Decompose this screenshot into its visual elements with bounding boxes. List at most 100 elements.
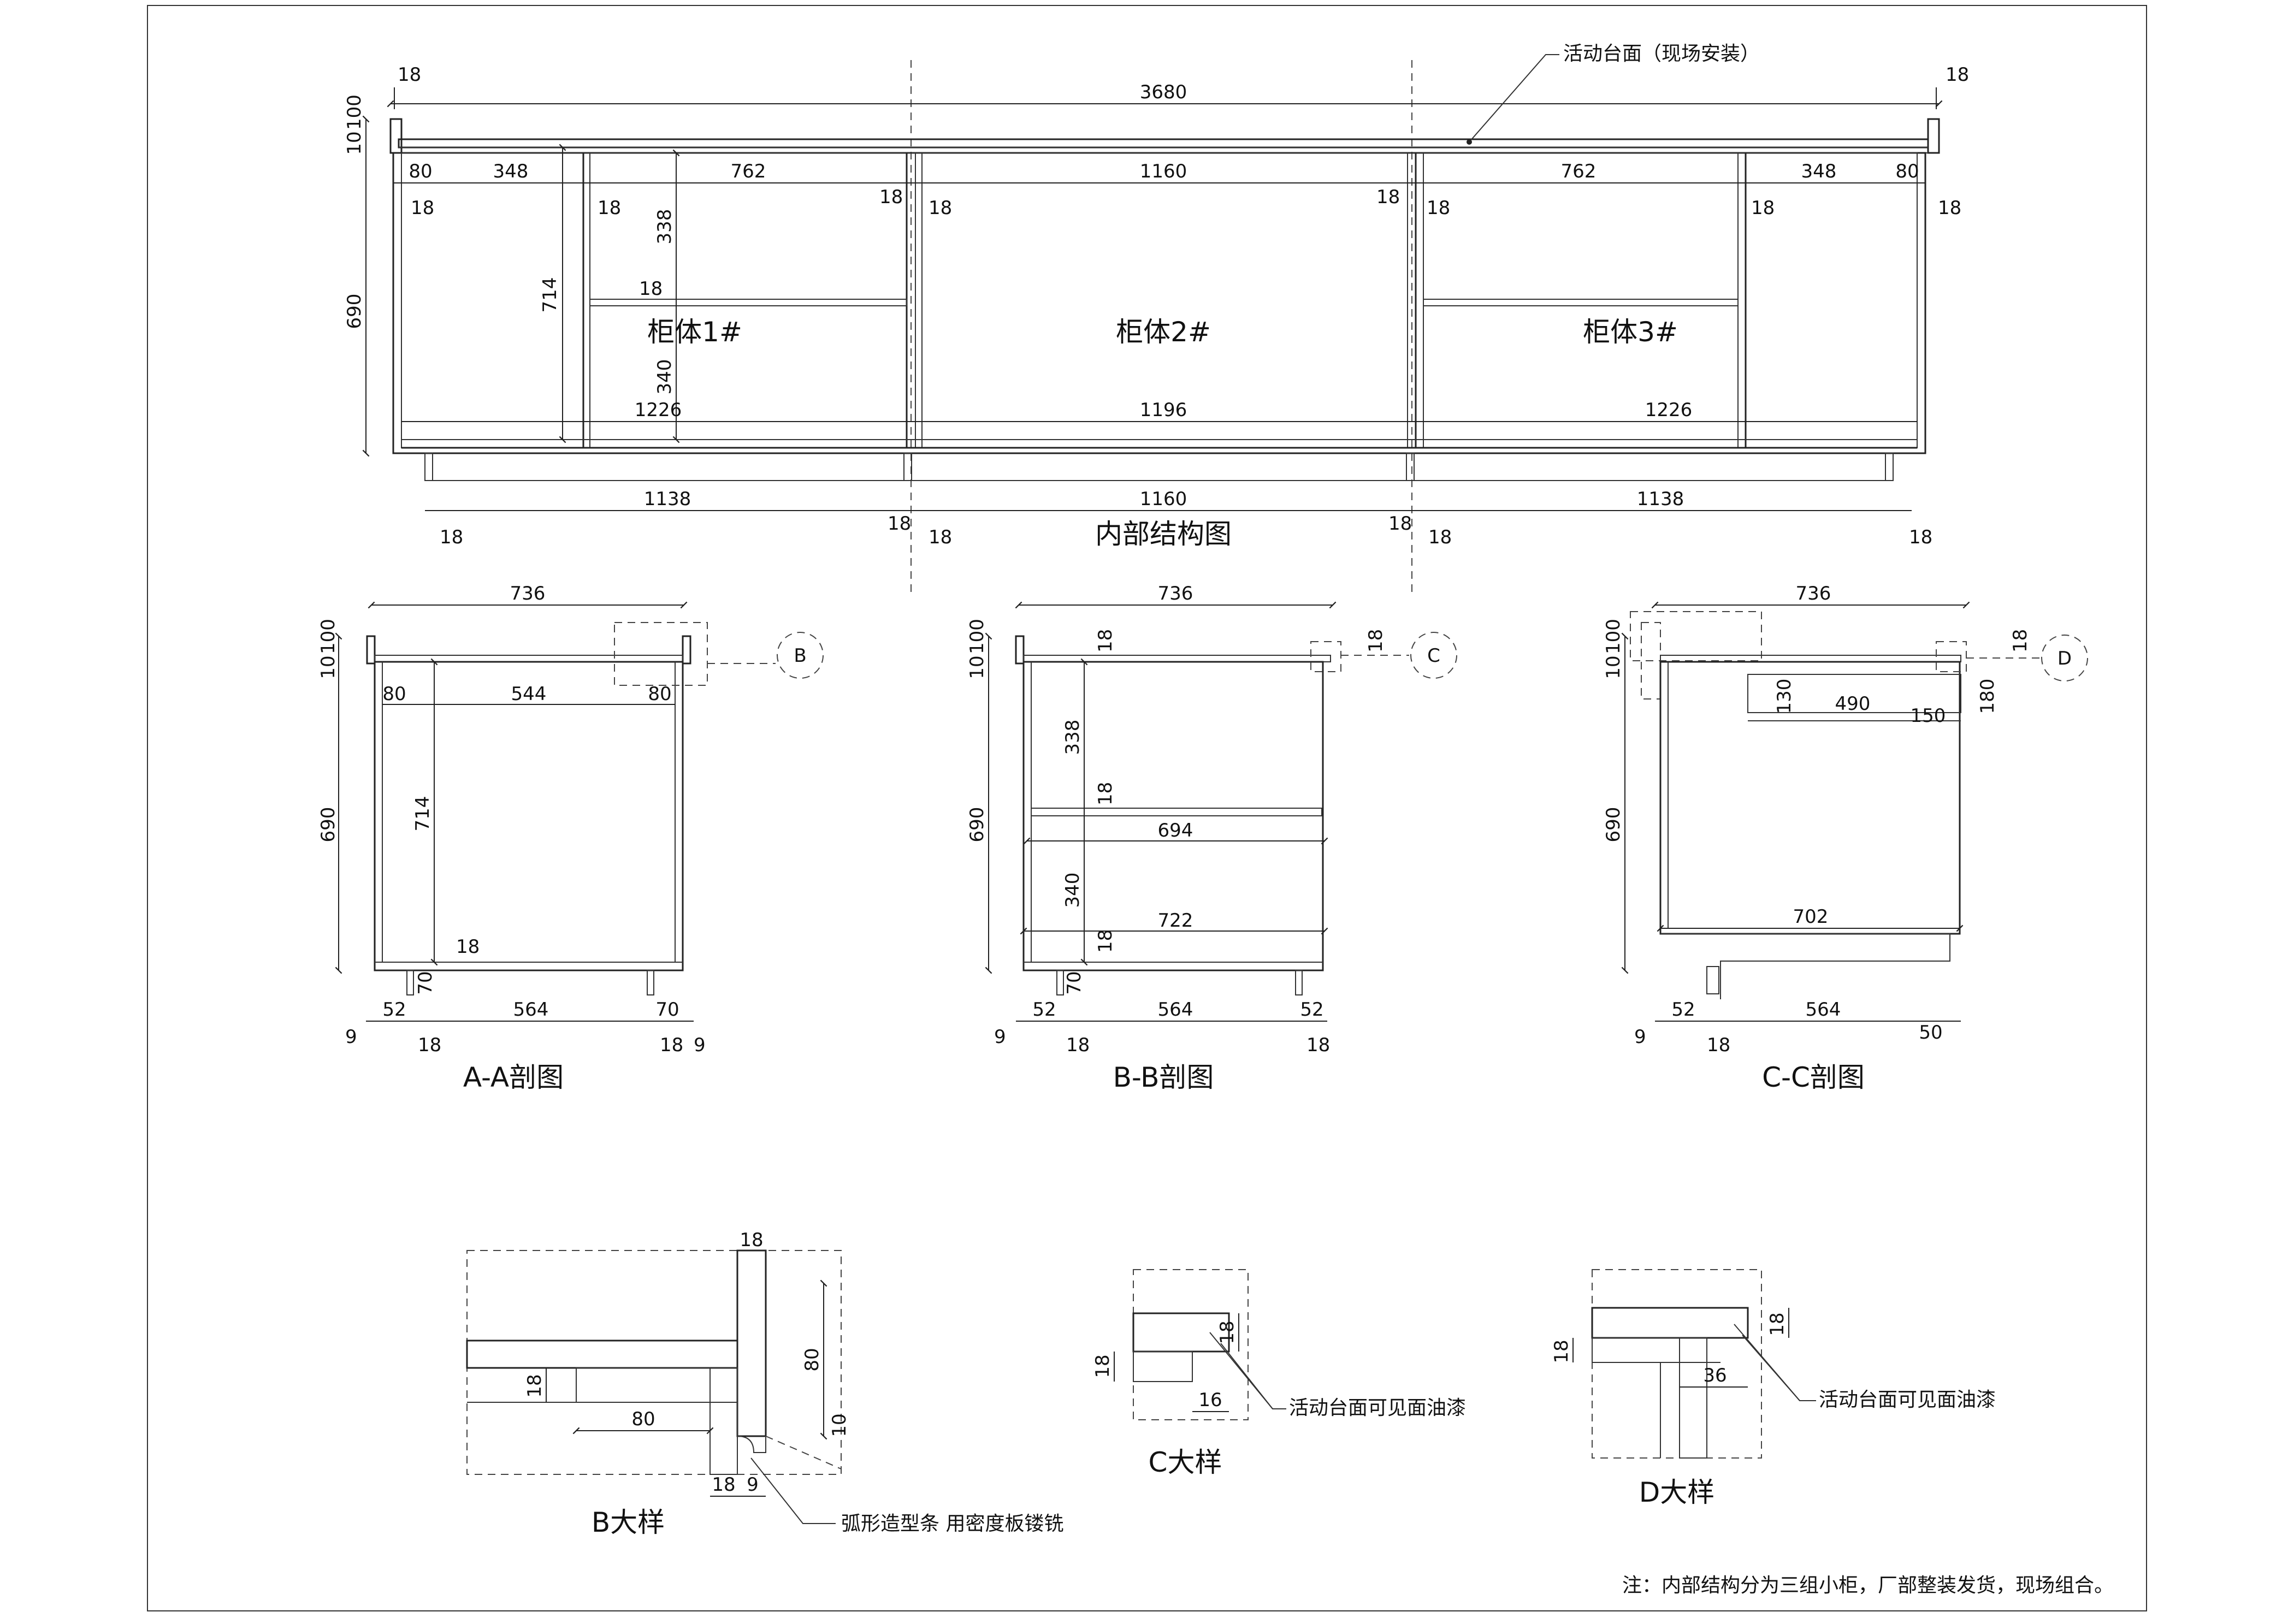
cc-w736: 736 <box>1796 583 1831 604</box>
shelf-cab1 <box>589 299 907 306</box>
bb-cabinet-body <box>1022 661 1324 971</box>
cdet-countertop <box>1132 1312 1230 1353</box>
dim-b18: 18 <box>1388 513 1412 535</box>
dim-h340: 340 <box>654 359 676 395</box>
bb-h10: 10 <box>966 655 988 679</box>
ddet-countertop <box>1591 1307 1749 1339</box>
dim-b18: 18 <box>888 513 911 535</box>
bdet-t18: 18 <box>740 1229 763 1251</box>
callout-c-label: C <box>1427 645 1440 667</box>
cc-h130: 130 <box>1773 679 1795 714</box>
annotation-countertop: 活动台面（现场安装） <box>1563 43 1760 65</box>
detail-b: 18 80 10 18 80 18 9 弧形造型条 用密度板镂铣 B大样 <box>466 1229 1063 1538</box>
dim-side-18: 18 <box>598 197 621 219</box>
dim-h690: 690 <box>344 294 365 329</box>
annotation-paint-d: 活动台面可见面油漆 <box>1819 1389 1996 1411</box>
dim-total-width: 3680 <box>1140 81 1187 103</box>
dim-w762-left: 762 <box>731 161 766 182</box>
annotation-paint-c: 活动台面可见面油漆 <box>1289 1397 1466 1419</box>
cc-w150: 150 <box>1911 705 1946 727</box>
ddet-h18-right: 18 <box>1766 1312 1788 1336</box>
dim-w762-right: 762 <box>1561 161 1597 182</box>
dim-w348-right: 348 <box>1801 161 1837 182</box>
dim-b18: 18 <box>440 526 463 548</box>
aa-h100: 100 <box>317 619 339 654</box>
dim-side-18: 18 <box>1938 197 1961 219</box>
callout-box-d <box>1936 641 1967 672</box>
dim-side-18: 18 <box>1376 186 1400 208</box>
aa-w736: 736 <box>510 583 546 604</box>
dim-w80-left: 80 <box>409 161 432 182</box>
dim-side-18: 18 <box>1751 197 1775 219</box>
dim-side-18: 18 <box>879 186 903 208</box>
leg <box>424 453 433 481</box>
cc-h180: 180 <box>1977 679 1999 714</box>
cc-w702: 702 <box>1793 906 1829 928</box>
title-section-cc: C-C剖图 <box>1762 1062 1865 1093</box>
dim-b18: 18 <box>929 526 952 548</box>
dim-side-18: 18 <box>929 197 952 219</box>
cc-b50: 50 <box>1919 1022 1942 1044</box>
cc-b18: 18 <box>1707 1034 1730 1056</box>
cc-w490: 490 <box>1835 693 1871 715</box>
aa-b18-right: 18 <box>660 1034 683 1056</box>
cdet-h18-right: 18 <box>1216 1320 1238 1344</box>
title-detail-d: D大样 <box>1639 1477 1715 1508</box>
callout-b <box>777 632 824 679</box>
cc-h690: 690 <box>1603 807 1624 843</box>
bb-b52-right: 52 <box>1300 999 1323 1021</box>
dim-h714: 714 <box>539 277 561 313</box>
bdet-countertop <box>466 1339 738 1369</box>
title-detail-b: B大样 <box>592 1507 665 1538</box>
aa-h70: 70 <box>415 971 436 994</box>
detail-d: 18 18 36 活动台面可见面油漆 D大样 <box>1551 1269 1996 1508</box>
bdet-h80: 80 <box>801 1348 823 1371</box>
ddet-h18-left: 18 <box>1551 1339 1572 1363</box>
dim-w1160-top: 1160 <box>1140 161 1187 182</box>
cc-d18: 18 <box>2009 629 2031 653</box>
dim-b1138-left: 1138 <box>644 488 691 510</box>
cc-b9: 9 <box>1634 1026 1646 1048</box>
shelf-cab3 <box>1423 299 1739 306</box>
ddet-w36: 36 <box>1703 1365 1727 1386</box>
section-aa: B 736 10 100 690 80 544 80 714 18 70 52 … <box>317 583 824 1093</box>
dim-b1138-right: 1138 <box>1637 488 1684 510</box>
bdet-h10: 10 <box>829 1413 850 1437</box>
dim-w1226-right: 1226 <box>1645 399 1693 421</box>
dim-h100: 100 <box>344 94 365 130</box>
callout-c <box>1410 632 1457 679</box>
bb-b18c: 18 <box>1095 929 1116 953</box>
callout-box-b <box>614 622 708 686</box>
internal-structure-view: 3680 18 18 10 100 690 714 338 340 18 80 … <box>344 43 1969 595</box>
bb-b9: 9 <box>994 1026 1006 1048</box>
aa-w80-left: 80 <box>382 683 406 705</box>
bb-h690: 690 <box>966 807 988 843</box>
aa-w544: 544 <box>511 683 547 705</box>
bb-c18: 18 <box>1365 629 1387 653</box>
aa-w80-right: 80 <box>648 683 671 705</box>
aa-cabinet-body <box>374 661 684 971</box>
dim-side-18: 18 <box>1427 197 1450 219</box>
aa-b9-right: 9 <box>694 1034 706 1056</box>
dim-w348-left: 348 <box>493 161 529 182</box>
sheet-border <box>147 5 2147 1611</box>
dim-w1226-left: 1226 <box>635 399 682 421</box>
aa-b52: 52 <box>382 999 406 1021</box>
aa-b70: 70 <box>655 999 679 1021</box>
bdet-h18: 18 <box>524 1374 546 1397</box>
dim-side-18: 18 <box>411 197 434 219</box>
cc-h10: 10 <box>1603 655 1624 679</box>
dim-end-right: 18 <box>1946 64 1969 86</box>
callout-d-label: D <box>2057 648 2072 669</box>
bb-w722: 722 <box>1158 910 1193 932</box>
dim-b1160: 1160 <box>1140 488 1187 510</box>
footer-note: 注：内部结构分为三组小柜，厂部整装发货，现场组合。 <box>1622 1574 2114 1597</box>
aa-t18: 18 <box>456 936 480 958</box>
countertop-end-right <box>1927 118 1940 154</box>
bb-b52-left: 52 <box>1032 999 1056 1021</box>
callout-box-c <box>1310 641 1341 672</box>
section-bb: C 736 10 100 690 18 18 338 18 694 340 18… <box>966 583 1457 1093</box>
leg <box>903 453 912 481</box>
label-cabinet-3: 柜体3# <box>1583 316 1678 348</box>
